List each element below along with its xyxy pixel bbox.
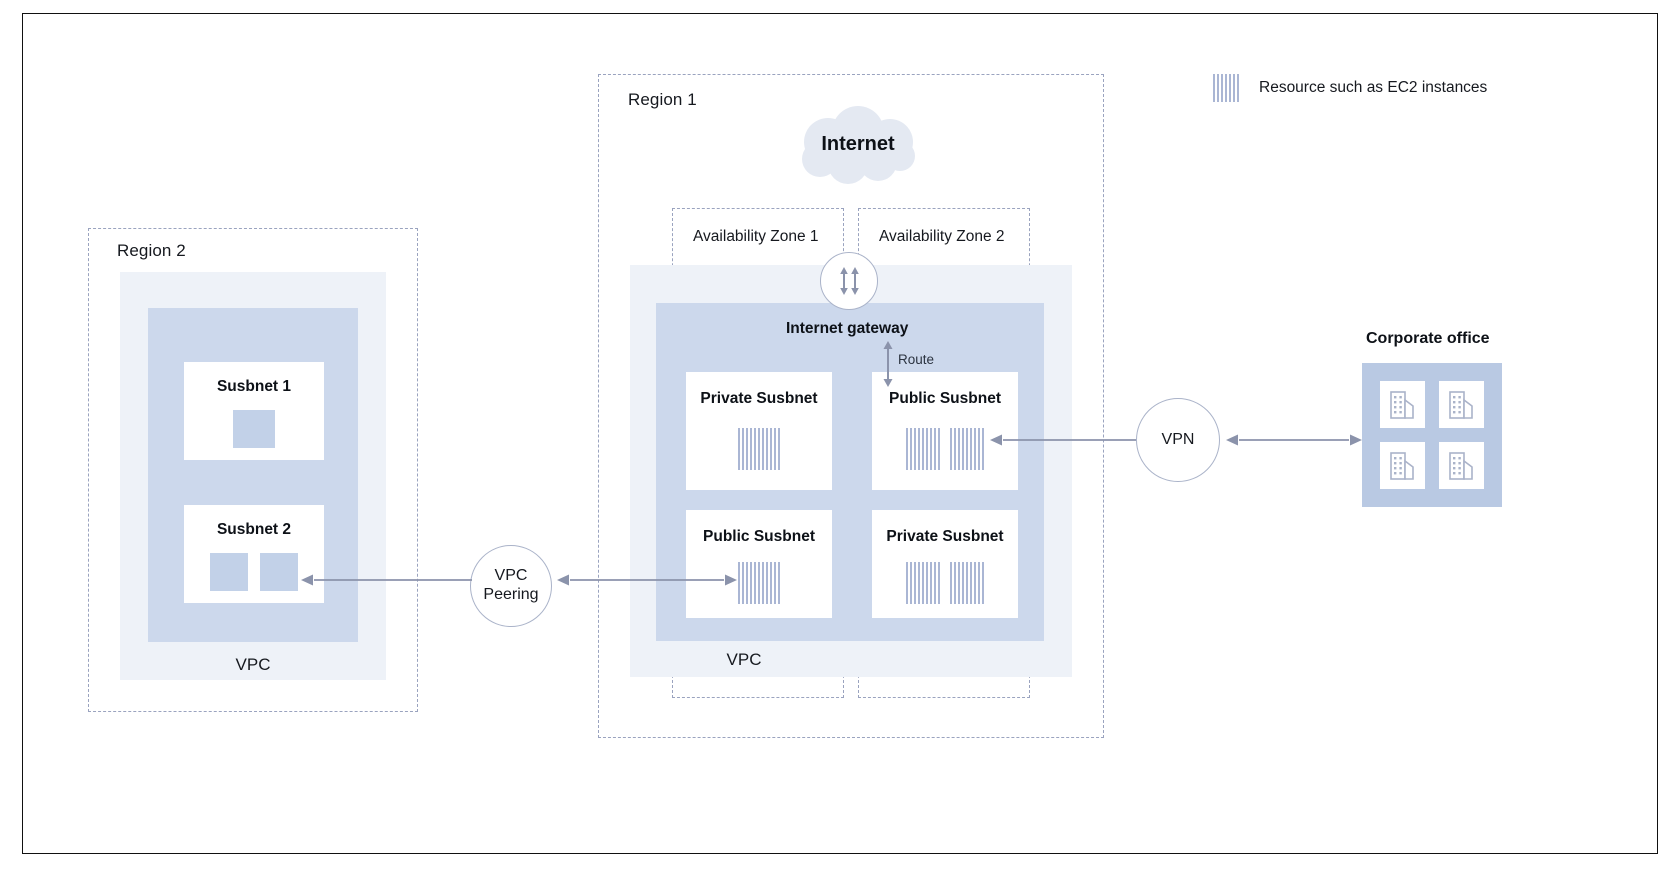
route-arrow-icon: [878, 340, 898, 388]
arrow-vpn-to-corporate-office: [1226, 432, 1362, 448]
corporate-office-building-cell: [1439, 442, 1484, 489]
az2-private-subnet: Private Susbnet: [872, 510, 1018, 618]
corporate-office-building-cell: [1380, 381, 1425, 428]
internet-gateway-label: Internet gateway: [786, 320, 909, 337]
region-1-vpc-caption: VPC: [726, 650, 762, 669]
arrow-peering-to-region1: [557, 572, 737, 588]
availability-zone-2-label: Availability Zone 2: [879, 228, 1005, 245]
corporate-office-building-cell: [1439, 381, 1484, 428]
resource-block: [233, 410, 275, 448]
office-building-icon: [1448, 390, 1473, 419]
subnet-title: Susbnet 1: [216, 378, 292, 395]
resource-block: [738, 428, 780, 470]
resource-block: [950, 428, 984, 470]
subnet-title: Public Susbnet: [703, 528, 815, 545]
availability-zone-1-label: Availability Zone 1: [693, 228, 819, 245]
cloud-icon: [786, 106, 930, 184]
resource-block: [950, 562, 984, 604]
az1-public-subnet: Public Susbnet: [686, 510, 832, 618]
corporate-office-building-cell: [1380, 442, 1425, 489]
subnet-title: Susbnet 2: [216, 521, 292, 538]
region-2-boundary: [88, 228, 418, 712]
subnet-title: Private Susbnet: [886, 528, 1004, 545]
region-2-subnet-2: Susbnet 2: [184, 505, 324, 603]
az2-public-subnet: Public Susbnet: [872, 372, 1018, 490]
resource-block: [906, 562, 940, 604]
internet-label: Internet: [821, 133, 895, 155]
region-1-boundary: [598, 74, 1104, 738]
subnet-title: Private Susbnet: [700, 390, 818, 407]
internet-gateway-icon[interactable]: [820, 252, 878, 310]
corporate-office-title: Corporate office: [1366, 330, 1490, 347]
striped-resource-swatch-icon: [1213, 74, 1241, 102]
resource-block: [210, 553, 248, 591]
region-2-subnet-1: Susbnet 1: [184, 362, 324, 460]
resource-block: [738, 562, 780, 604]
resource-block: [906, 428, 940, 470]
office-building-icon: [1389, 390, 1414, 419]
region-2-label: Region 2: [117, 241, 186, 260]
vpn-node[interactable]: VPN: [1136, 398, 1220, 482]
region-2-vpc-caption: VPC: [235, 655, 271, 674]
vpc-peering-node[interactable]: VPC Peering: [470, 545, 552, 627]
vpc-peering-line-1: VPC: [494, 567, 528, 585]
route-label: Route: [898, 352, 935, 367]
office-building-icon: [1448, 451, 1473, 480]
resource-block: [260, 553, 298, 591]
az1-private-subnet: Private Susbnet: [686, 372, 832, 490]
office-building-icon: [1389, 451, 1414, 480]
arrow-subnet-to-vpn: [990, 432, 1136, 448]
legend-label: Resource such as EC2 instances: [1259, 79, 1488, 96]
region-1-label: Region 1: [628, 90, 697, 109]
arrow-peering-to-region2: [300, 572, 472, 588]
vpc-peering-line-2: Peering: [483, 586, 539, 603]
legend: Resource such as EC2 instances: [1213, 74, 1487, 102]
vpn-label: VPN: [1161, 430, 1195, 448]
subnet-title: Public Susbnet: [889, 390, 1001, 407]
corporate-office-panel: [1362, 363, 1502, 507]
